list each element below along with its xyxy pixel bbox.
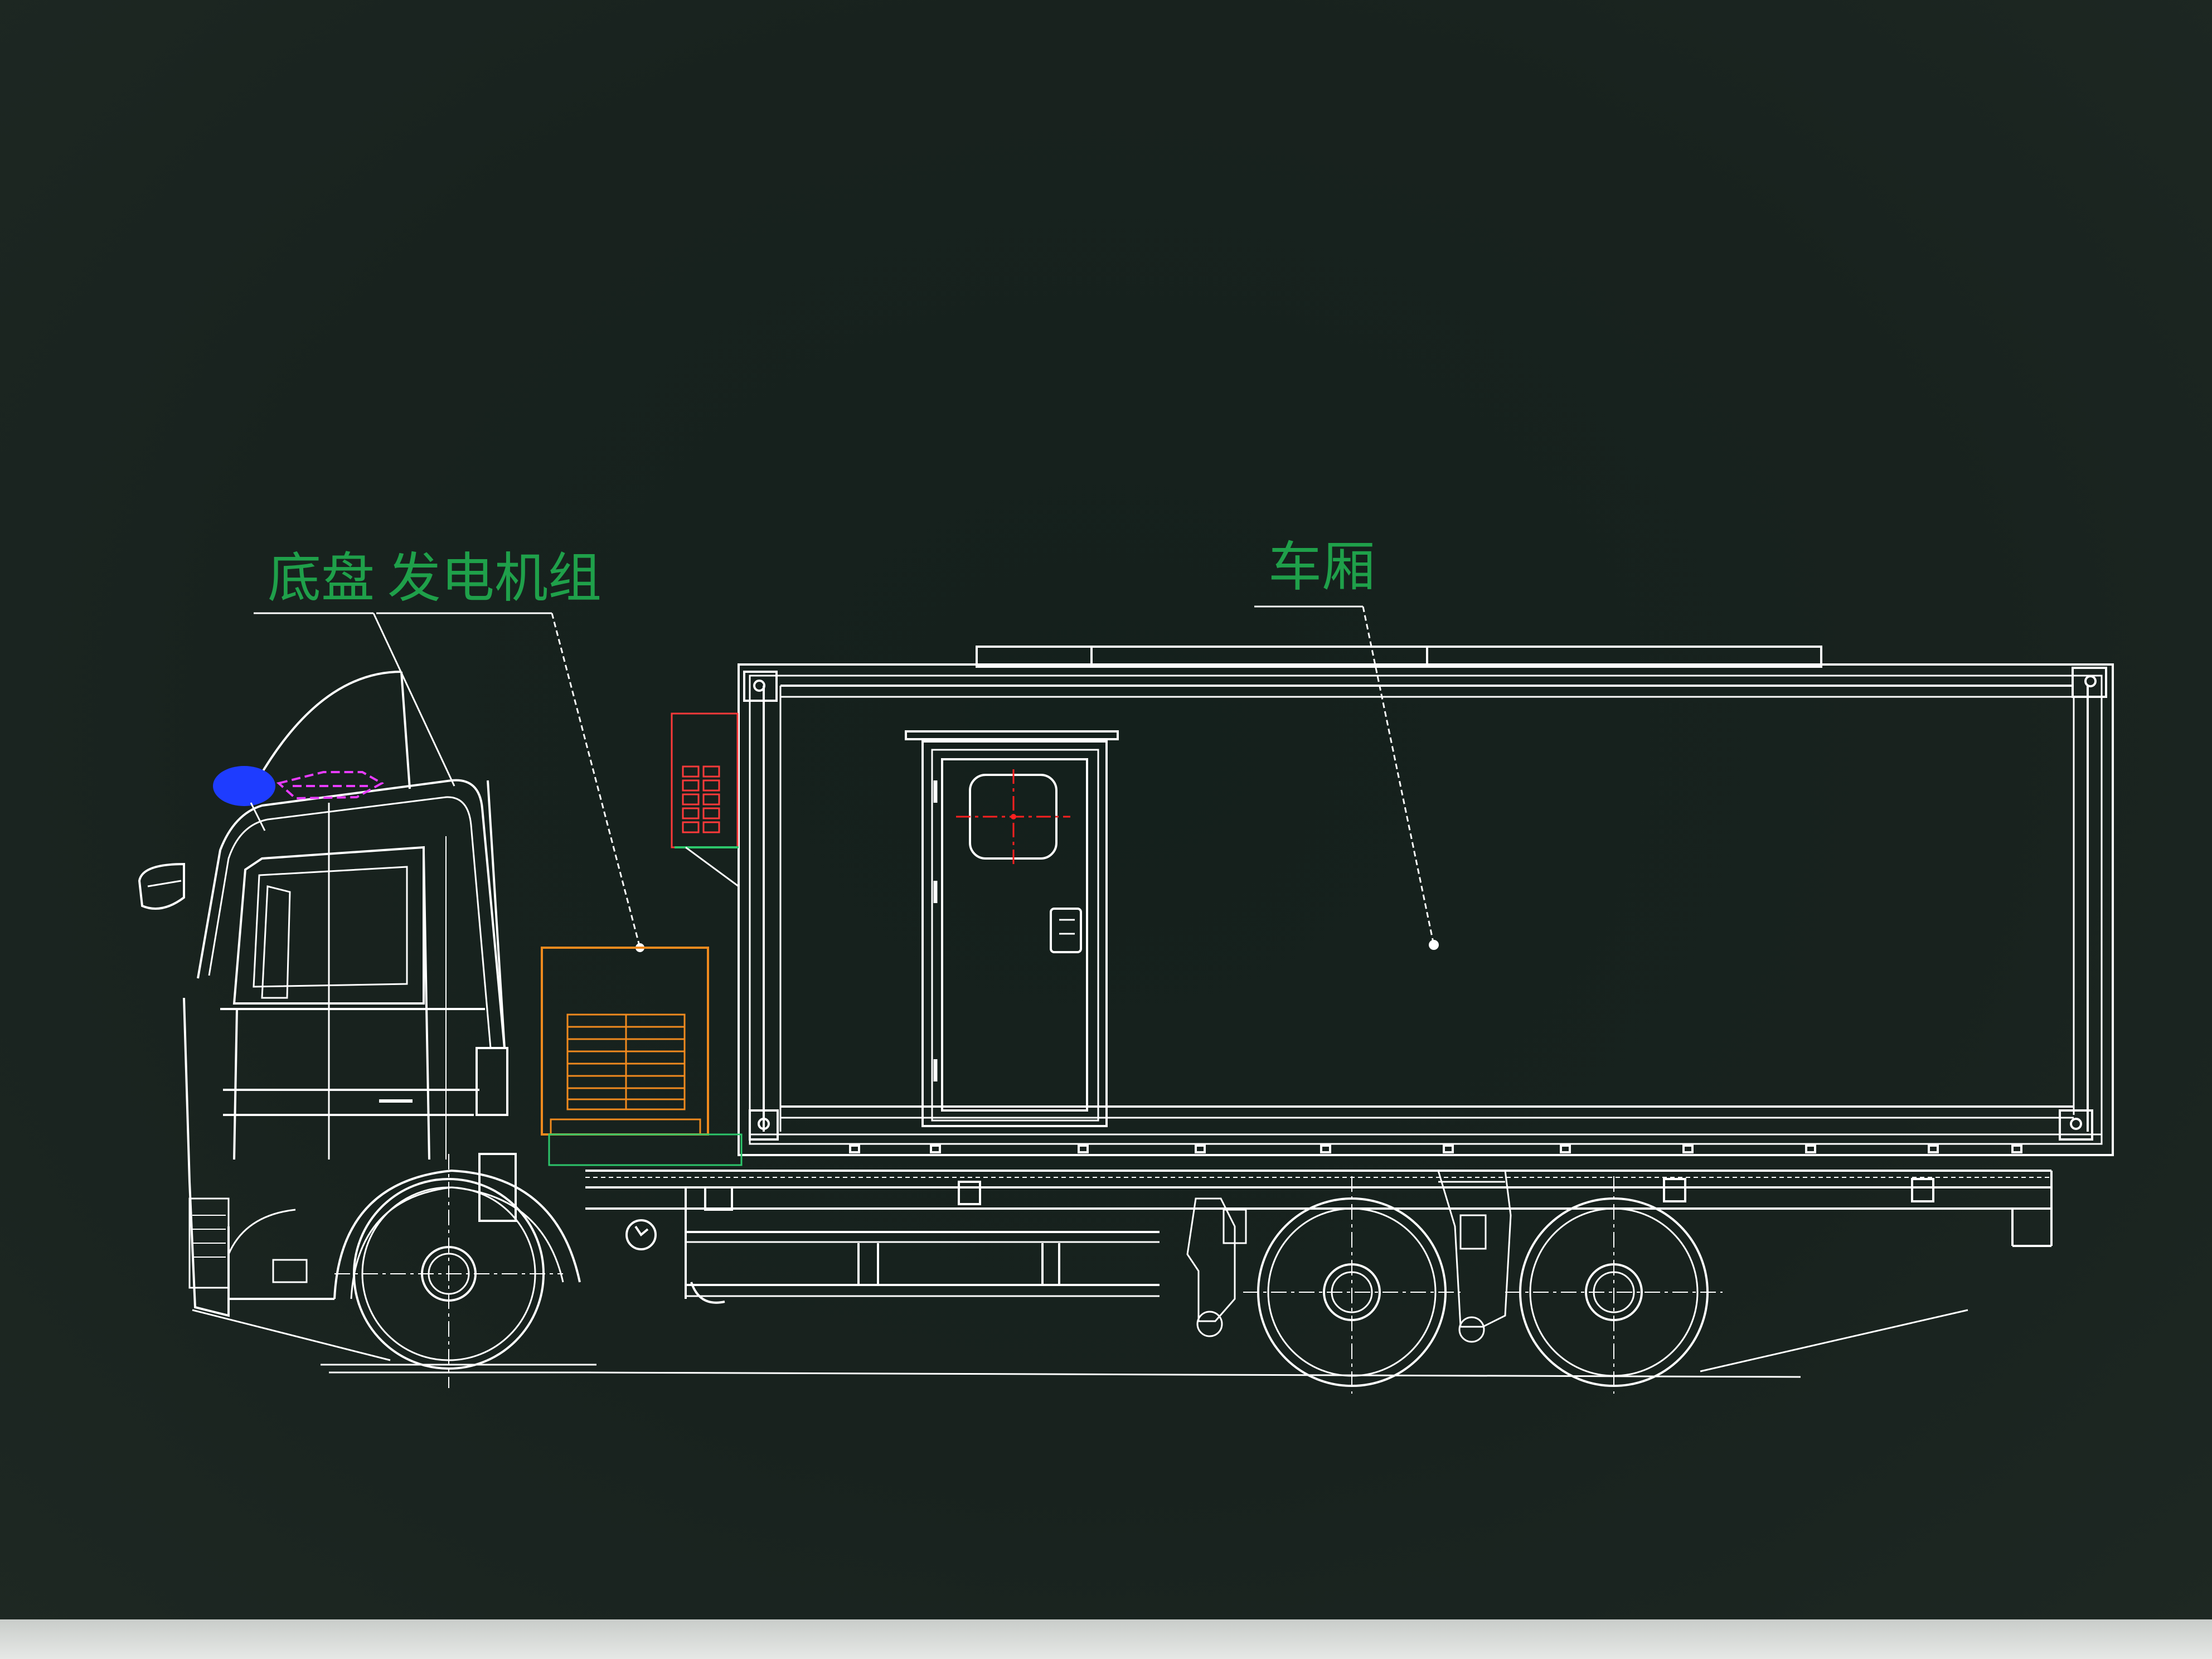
beacon-light (213, 766, 275, 806)
rear-suspension (1186, 1170, 1512, 1343)
monitor-bottom-bezel (0, 1619, 2212, 1659)
cargo-box (738, 646, 2114, 1156)
label-cargo-box: 车厢 (1254, 536, 1439, 950)
label-cargo-box-text: 车厢 (1268, 536, 1375, 598)
cargo-box-door (905, 730, 1119, 1127)
air-conditioner-unit (671, 712, 739, 887)
door-handle (1050, 908, 1082, 953)
label-chassis: 底盘 (254, 547, 455, 787)
label-chassis-text: 底盘 (268, 547, 375, 609)
roof-light-bar (276, 771, 385, 800)
rear-wheel-1 (1243, 1176, 1461, 1394)
ground-line (321, 1309, 1968, 1378)
label-generator-text: 发电机组 (387, 547, 601, 609)
label-generator: 发电机组 (376, 547, 644, 952)
generator-set (541, 947, 743, 1166)
truck-cab (138, 671, 581, 1361)
front-wheel (334, 1154, 563, 1388)
chassis-frame (585, 1144, 2053, 1304)
